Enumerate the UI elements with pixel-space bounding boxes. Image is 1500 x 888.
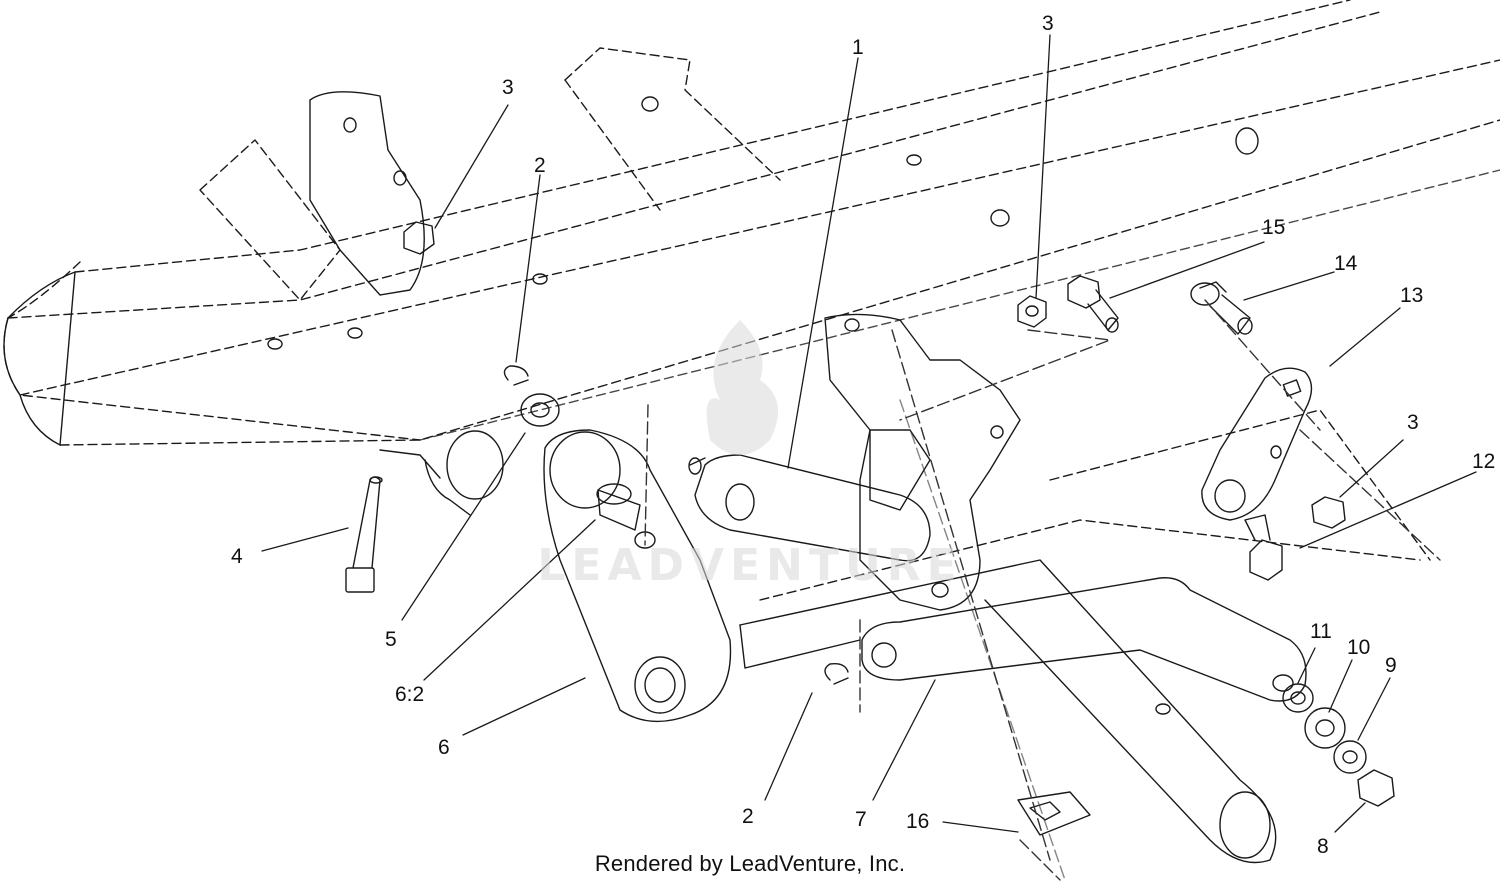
callout-6[interactable]: 6 [438,736,450,759]
nut-3-middle [1017,295,1047,328]
frame-rail-end [3,271,76,446]
bolt-15 [1067,275,1119,333]
nut-3-upper-left [403,221,435,255]
callout-5[interactable]: 5 [385,628,397,651]
lever-arm-7 [861,577,1307,702]
pivot-arm-6 [543,429,732,723]
nut-8 [1357,769,1395,807]
leader-lines [261,34,1477,833]
callout-2-upper[interactable]: 2 [534,154,546,177]
callout-14[interactable]: 14 [1334,252,1358,275]
clip-2-lower [824,662,849,685]
nut-3-right [1311,496,1346,529]
callout-11[interactable]: 11 [1310,620,1332,643]
washer-5 [520,393,560,427]
spacer-11 [1282,683,1314,713]
link-plate-13 [1201,367,1313,521]
callout-3-right[interactable]: 3 [1407,411,1419,434]
bolt-12 [1244,514,1283,581]
cross-tube-back [564,47,1431,601]
rail-holes [267,96,1259,715]
pivot-plate [824,313,1021,611]
watermark-flame-icon [706,320,778,455]
callout-15[interactable]: 15 [1262,216,1285,239]
callout-16[interactable]: 16 [906,810,929,833]
bolt-14 [1190,281,1253,335]
left-bushing [379,430,504,516]
clip-2-upper [503,365,529,386]
callout-labels: 1 2 2 3 3 3 4 5 6:2 6 7 8 9 10 11 12 13 … [231,12,1495,858]
footer-credit: Rendered by LeadVenture, Inc. [594,851,906,876]
watermark-text: LEADVENTURE [537,540,962,591]
callout-3-upper-left[interactable]: 3 [502,76,514,99]
callout-6-2[interactable]: 6:2 [395,683,424,706]
watermark: LEADVENTURE [537,320,962,591]
callout-12[interactable]: 12 [1472,450,1495,473]
callout-9[interactable]: 9 [1385,654,1397,677]
washer-9 [1333,740,1367,774]
assembly-centerlines [644,299,1441,881]
callout-10[interactable]: 10 [1347,636,1370,659]
bolt-4 [345,476,383,593]
callout-8[interactable]: 8 [1317,835,1329,858]
callout-2-lower[interactable]: 2 [742,805,754,828]
lower-cross-tube [739,559,1277,864]
washer-10 [1304,707,1346,749]
callout-1[interactable]: 1 [852,36,864,59]
decal-16 [1017,791,1091,836]
control-arm [688,454,931,562]
callout-7[interactable]: 7 [855,808,867,831]
callout-13[interactable]: 13 [1400,284,1423,307]
callout-4[interactable]: 4 [231,545,243,568]
upper-bracket [199,91,425,301]
callout-3-middle[interactable]: 3 [1042,12,1054,35]
